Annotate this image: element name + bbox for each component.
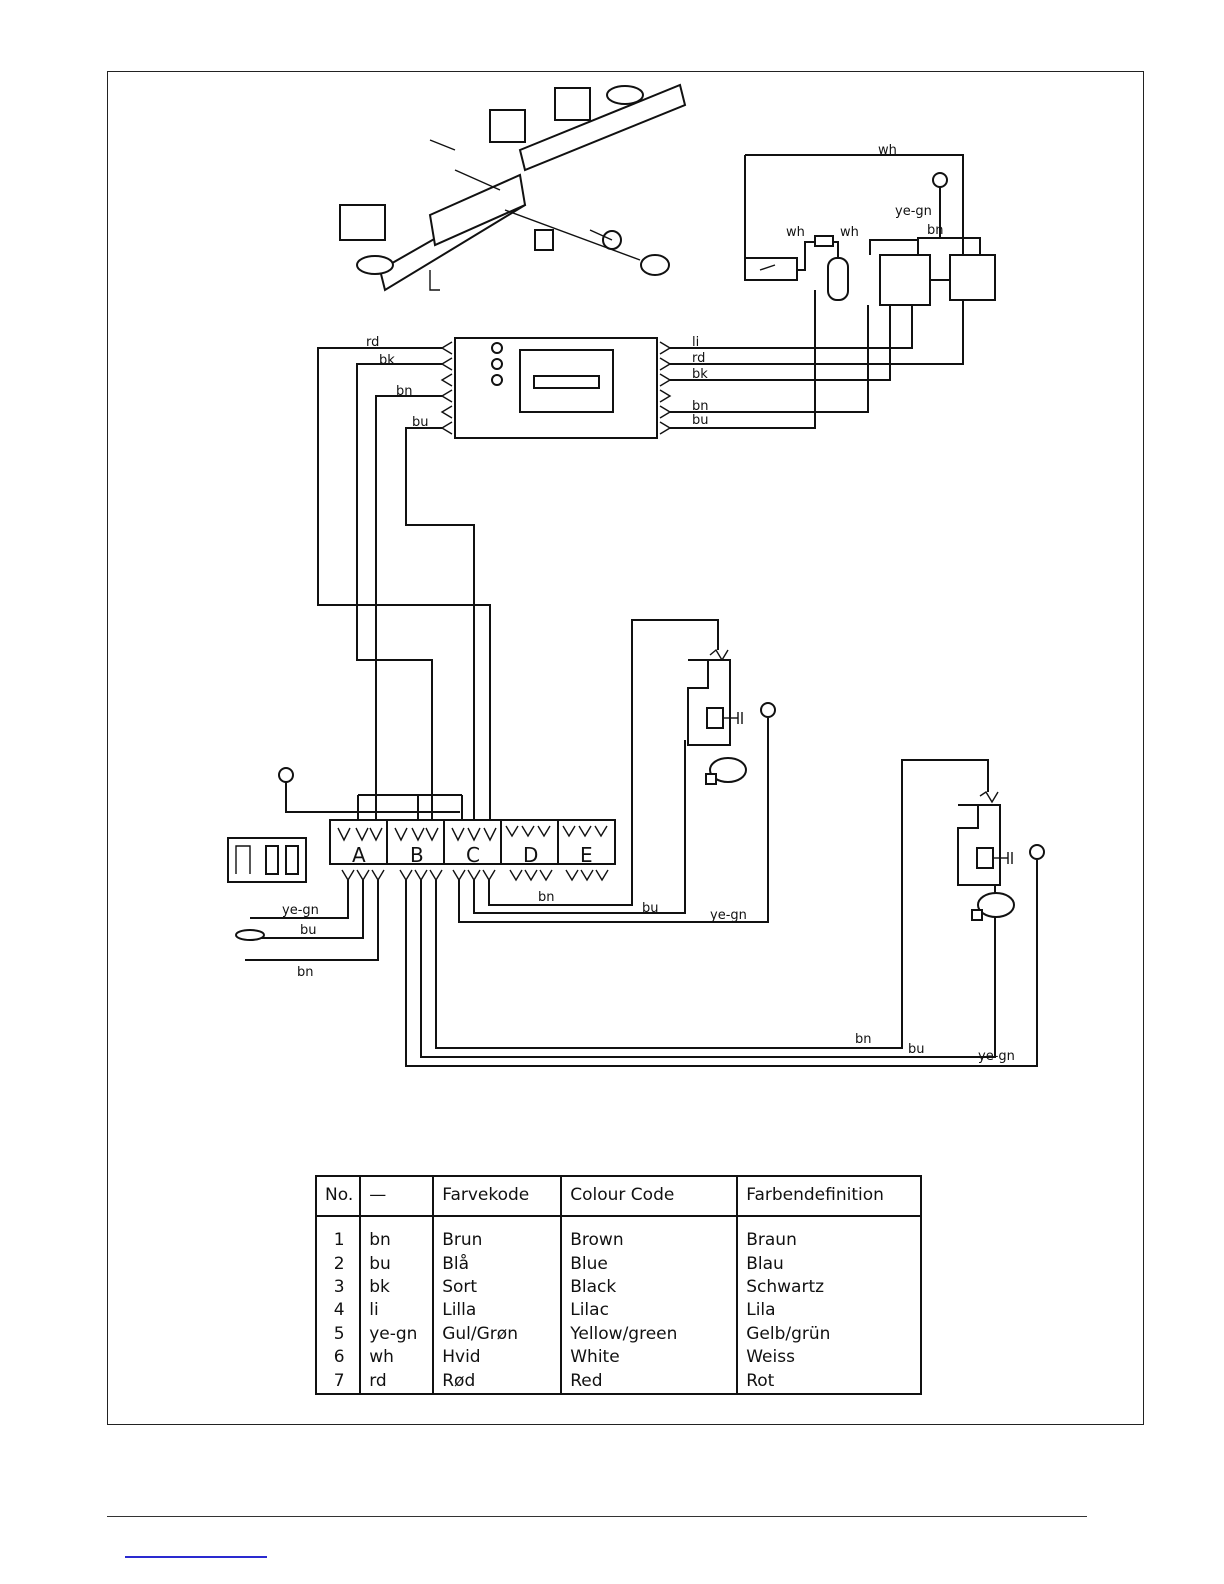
wire-label-ctrl-bn-r: bn	[692, 399, 709, 414]
legend-cell-farvekode: Hvid	[433, 1346, 563, 1370]
wiring-diagram: wh ye-gn bn wh wh rd bk bn bu li rd bk b…	[227, 83, 1045, 1067]
wire-label-lamp-wh-left: wh	[786, 225, 805, 240]
legend-cell-no: 1	[317, 1216, 362, 1253]
legend-cell-farvekode: Lilla	[433, 1299, 563, 1323]
wire-label-supply-bu: bu	[300, 923, 317, 938]
legend-cell-code: bk	[360, 1276, 435, 1300]
wire-label-mid-bn: bn	[538, 890, 555, 905]
terminal-a: A	[352, 843, 366, 867]
legend-cell-farben: Gelb/grün	[746, 1323, 831, 1344]
legend-cell-colour: Brown	[561, 1216, 739, 1253]
footer-rule	[107, 1516, 1087, 1517]
legend-cell-farben: Weiss	[746, 1347, 795, 1368]
legend-cell-code: li	[360, 1299, 435, 1323]
legend-cell-code: bn	[360, 1216, 435, 1253]
terminal-d: D	[523, 843, 538, 867]
wire-label-mid-bu: bu	[642, 901, 659, 916]
legend-cell-colour: Yellow/green	[561, 1322, 739, 1347]
legend-cell-no: 7	[317, 1369, 362, 1393]
wire-label-low-bu: bu	[908, 1042, 925, 1057]
wire-label-top-wh: wh	[878, 143, 897, 158]
wire-label-supply-yegn: ye-gn	[282, 903, 319, 918]
legend-cell-no: 2	[317, 1252, 362, 1276]
legend-cell-colour: Lilac	[561, 1299, 739, 1323]
compressor-circuit-1: bn bu ye-gn	[458, 619, 776, 923]
legend-cell-no: 4	[317, 1299, 362, 1323]
legend-cell-farben: Braun	[746, 1230, 797, 1250]
legend-cell-no: 6	[317, 1346, 362, 1370]
supply-wires: ye-gn bu bn	[235, 880, 379, 980]
diagram-frame	[107, 71, 1144, 1425]
legend-cell-farben: Lila	[746, 1300, 776, 1321]
wire-label-ctrl-li: li	[692, 335, 699, 350]
legend-cell-no: 3	[317, 1276, 362, 1300]
legend-header-no: No.	[317, 1177, 362, 1217]
wire-label-top-bn: bn	[927, 223, 944, 238]
control-left-wires	[317, 347, 491, 820]
legend-cell-colour: Red	[561, 1369, 739, 1393]
legend-header-farbendefinition: Farbendefinition	[737, 1177, 920, 1217]
legend-cell-farvekode: Rød	[433, 1369, 563, 1393]
legend-cell-colour: Blue	[561, 1252, 739, 1276]
legend-cell-colour: White	[561, 1346, 739, 1370]
wire-label-low-yegn: ye-gn	[978, 1049, 1015, 1064]
switch-symbol	[227, 837, 307, 883]
compressor-circuit-2: bn bu ye-gn	[405, 759, 1045, 1067]
component-assembly	[339, 83, 687, 292]
legend-header-farvekode: Farvekode	[433, 1177, 563, 1217]
legend-cell-code: ye-gn	[360, 1322, 435, 1347]
control-right-wires	[670, 290, 964, 429]
legend-table: No. — Farvekode Colour Code Farbendefini…	[317, 1177, 920, 1393]
wire-label-lamp-wh-right: wh	[840, 225, 859, 240]
legend-cell-no: 5	[317, 1322, 362, 1347]
wire-label-supply-bn: bn	[297, 965, 314, 980]
terminal-c: C	[466, 843, 480, 867]
legend-cell-farvekode: Sort	[433, 1276, 563, 1300]
legend-header-row: No. — Farvekode Colour Code Farbendefini…	[317, 1177, 920, 1217]
legend-header-code: —	[360, 1177, 435, 1217]
legend-cell-farvekode: Brun	[433, 1216, 563, 1253]
terminal-b: B	[410, 843, 424, 867]
legend-cell-farvekode: Gul/Grøn	[433, 1322, 563, 1347]
wire-label-mid-yegn: ye-gn	[710, 908, 747, 923]
legend-cell-farben: Blau	[746, 1253, 784, 1274]
legend-cell-code: wh	[360, 1346, 435, 1370]
colour-code-legend: No. — Farvekode Colour Code Farbendefini…	[315, 1175, 922, 1395]
wire-label-ctrl-rd-r: rd	[692, 351, 705, 366]
wire-label-ctrl-bu-r: bu	[692, 413, 709, 428]
footer-link-underline	[125, 1556, 267, 1558]
legend-cell-code: rd	[360, 1369, 435, 1393]
wire-label-ctrl-bk: bk	[379, 353, 395, 368]
control-unit: rd bk bn bu li rd bk bn bu	[366, 335, 709, 439]
terminal-strip: A B C D E	[278, 767, 616, 882]
terminal-e: E	[580, 843, 593, 867]
legend-cell-colour: Black	[561, 1276, 739, 1300]
legend-cell-farben: Schwartz	[746, 1277, 825, 1297]
wire-label-top-yegn: ye-gn	[895, 204, 932, 219]
wire-label-ctrl-bu: bu	[412, 415, 429, 430]
wire-label-ctrl-rd: rd	[366, 335, 379, 350]
relay-circuit: wh ye-gn bn wh wh	[744, 143, 996, 306]
wire-label-ctrl-bk-r: bk	[692, 367, 708, 382]
legend-cell-farben: Rot	[746, 1370, 775, 1391]
legend-header-colour-code: Colour Code	[561, 1177, 739, 1217]
legend-cell-code: bu	[360, 1252, 435, 1276]
wire-label-low-bn: bn	[855, 1032, 872, 1047]
legend-cell-farvekode: Blå	[433, 1252, 563, 1276]
